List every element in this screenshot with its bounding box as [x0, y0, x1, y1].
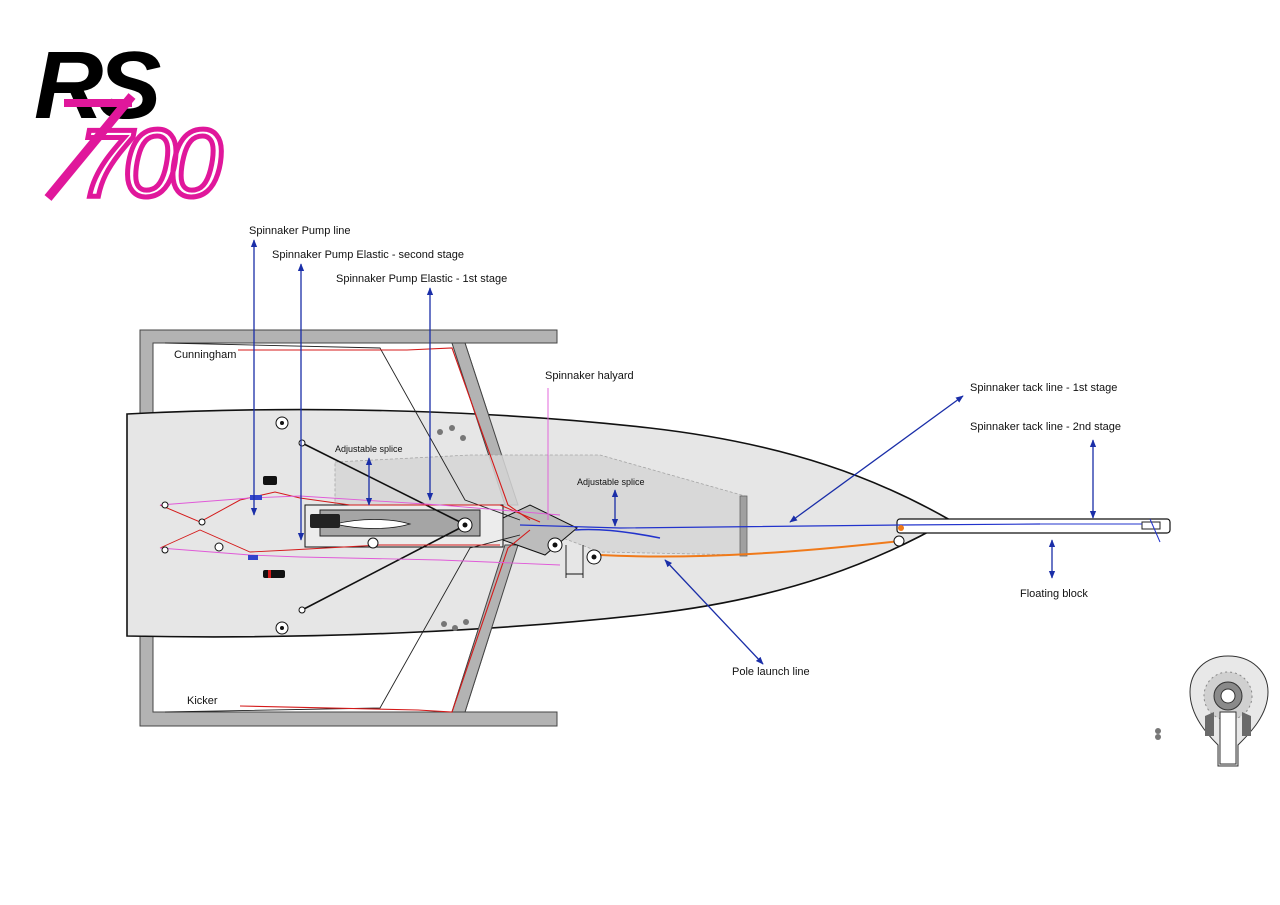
label-pump-elastic-first: Spinnaker Pump Elastic - 1st stage [336, 273, 507, 285]
label-spinnaker-halyard: Spinnaker halyard [545, 370, 634, 382]
label-floating-block: Floating block [1020, 588, 1088, 600]
label-tack-line-second: Spinnaker tack line - 2nd stage [970, 421, 1121, 433]
deck-fittings [437, 425, 1161, 740]
splice-measure [565, 545, 584, 578]
block-detail-icon [1189, 655, 1269, 767]
pulley-block-icon [457, 517, 473, 533]
pulley-block-icon [198, 518, 206, 526]
label-cunningham: Cunningham [174, 349, 236, 361]
label-pump-elastic-second: Spinnaker Pump Elastic - second stage [272, 249, 464, 261]
label-pole-launch-line: Pole launch line [732, 666, 810, 678]
logo-brand: RS [34, 32, 161, 139]
label-kicker: Kicker [187, 695, 218, 707]
pulley-block-icon [586, 549, 602, 565]
label-tack-line-first: Spinnaker tack line - 1st stage [970, 382, 1117, 394]
logo-model: 700 [78, 110, 222, 217]
label-adjustable-splice-left: Adjustable splice [335, 444, 403, 454]
pulley-block-icon [275, 621, 289, 635]
logo-slash [44, 93, 136, 201]
pulley-block-icon [367, 537, 379, 549]
pulley-block-icon [214, 542, 224, 552]
label-pump-line: Spinnaker Pump line [249, 225, 351, 237]
control-lines [159, 342, 1041, 713]
pulley-block-icon [275, 416, 289, 430]
labels: Spinnaker Pump line Spinnaker Pump Elast… [174, 225, 1121, 707]
pulley-block-icon [547, 537, 563, 553]
label-adjustable-splice-right: Adjustable splice [577, 477, 645, 487]
bowsprit [896, 518, 1171, 543]
annotation-arrows [250, 239, 1097, 665]
rs700-logo: RS 700 [34, 32, 232, 220]
pulley-block-icon [893, 525, 905, 547]
